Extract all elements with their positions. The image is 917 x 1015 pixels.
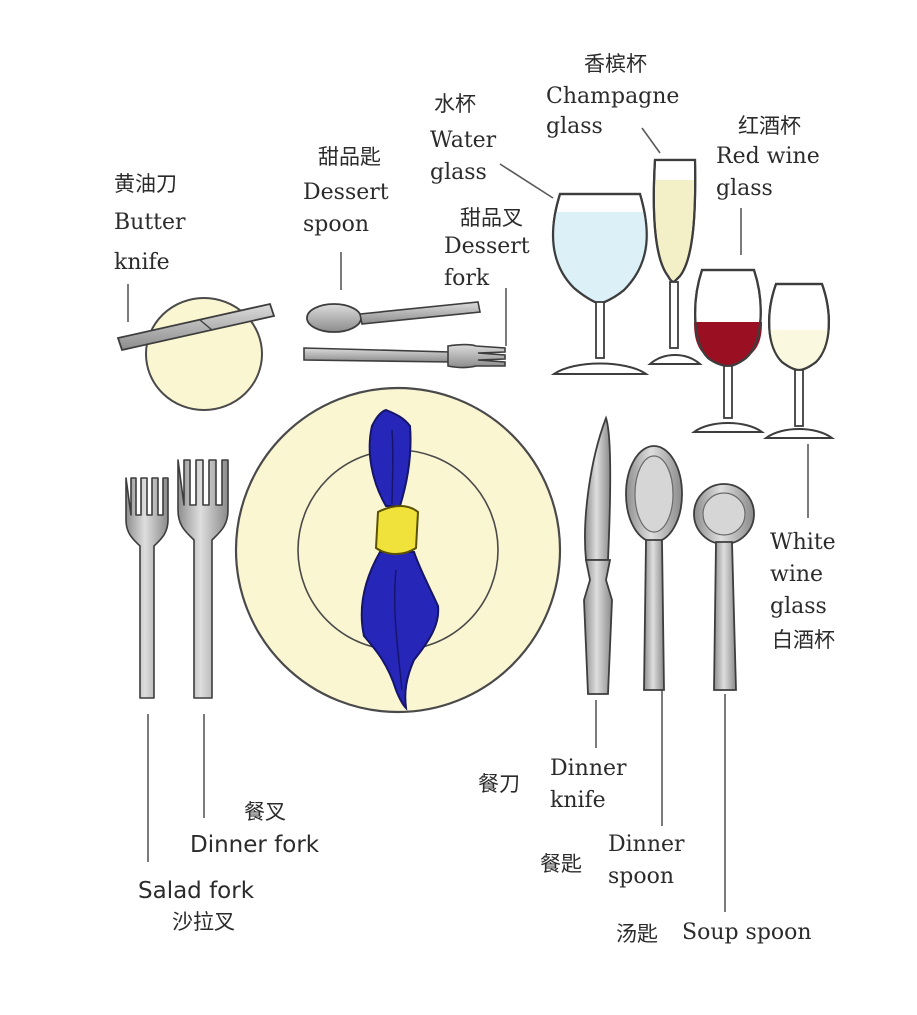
red-wine-glass-label-en-2: glass [716,176,773,201]
dessert-fork-label-en-1: Dessert [444,234,530,259]
dinner-spoon-label-en-1: Dinner [608,832,685,857]
champagne-glass-label-zh: 香槟杯 [584,52,647,76]
dessert-spoon-label-en-2: spoon [303,212,370,237]
dinner-fork [177,459,229,699]
dinner-knife-label-en-1: Dinner [550,756,627,781]
dinner-knife-label-en-2: knife [550,788,606,813]
dessert-fork-label-en-2: fork [444,266,490,291]
dinner-spoon [625,445,683,691]
white-wine-glass-label-zh: 白酒杯 [772,628,835,652]
red-wine-glass [690,268,766,433]
dinner-knife-label-zh: 餐刀 [478,772,520,796]
salad-fork-label-zh: 沙拉叉 [172,910,235,934]
dinner-fork-label-en: Dinner fork [190,832,320,858]
water-glass-label-en-1: Water [430,128,497,153]
soup-spoon-label-en: Soup spoon [682,920,812,945]
butter-knife-label-en-2: knife [114,250,170,275]
water-glass [550,192,650,375]
napkin [360,408,440,711]
white-wine-glass-label-en-2: wine [770,562,824,587]
dessert-fork-label-zh: 甜品叉 [460,206,523,230]
dessert-spoon [306,301,481,333]
water-glass-label-zh: 水杯 [434,92,476,116]
napkin-ring [374,505,420,555]
water-glass-label-en-2: glass [430,160,487,185]
red-wine-glass-label-zh: 红酒杯 [738,114,801,138]
leader-lines [127,127,809,912]
butter-knife-label-en-1: Butter [114,210,186,235]
red-wine-glass-label-en-1: Red wine [716,144,820,169]
champagne-glass-label-en-1: Champagne [546,84,680,109]
butter-knife [116,302,276,352]
dinner-spoon-label-zh: 餐匙 [540,852,582,876]
dinner-fork-label-zh: 餐叉 [244,800,286,824]
dinner-knife [583,415,613,695]
salad-fork [125,477,169,699]
soup-spoon [693,483,755,691]
white-wine-glass-label-en-1: White [770,530,836,555]
white-wine-glass [762,282,836,439]
dessert-fork [303,343,506,369]
dessert-spoon-label-en-1: Dessert [303,180,389,205]
champagne-glass [647,158,703,365]
dessert-spoon-label-zh: 甜品匙 [318,145,381,169]
butter-knife-label-zh: 黄油刀 [114,172,177,196]
salad-fork-label-en: Salad fork [138,878,255,904]
champagne-glass-label-en-2: glass [546,114,603,139]
white-wine-glass-label-en-3: glass [770,594,827,619]
dinner-spoon-label-en-2: spoon [608,864,675,889]
soup-spoon-label-zh: 汤匙 [616,922,658,946]
